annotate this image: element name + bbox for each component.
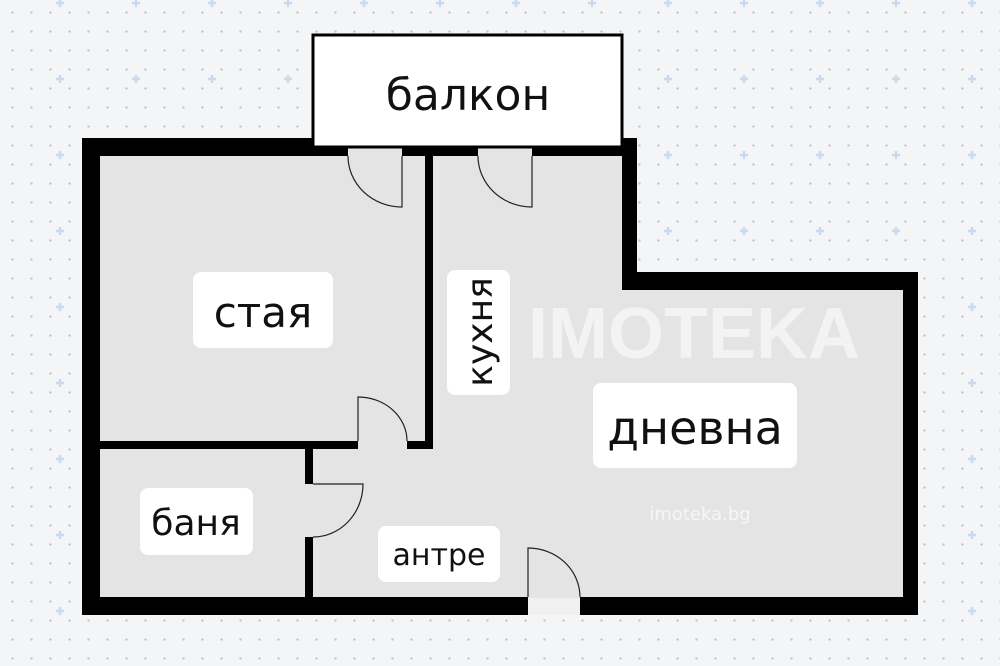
entrance-threshold <box>528 598 580 615</box>
grid-plus-marker <box>968 0 976 7</box>
grid-plus-marker <box>816 227 824 235</box>
door-bedroom-balcony <box>347 155 403 208</box>
door-kitchen-balcony <box>477 155 533 208</box>
grid-plus-marker <box>816 0 824 7</box>
grid-plus-marker <box>132 0 140 7</box>
grid-plus-marker <box>664 75 672 83</box>
door-entrance <box>527 547 581 598</box>
grid-plus-marker <box>56 75 64 83</box>
label-kitchen: кухня <box>460 277 501 387</box>
grid-plus-marker <box>968 227 976 235</box>
grid-plus-marker <box>56 455 64 463</box>
grid-plus-marker <box>132 75 140 83</box>
grid-plus-marker <box>892 151 900 159</box>
label-bedroom: стая <box>214 288 313 337</box>
grid-plus-marker <box>284 75 292 83</box>
balcony-floor <box>311 33 624 149</box>
grid-plus-marker <box>740 0 748 7</box>
grid-plus-marker <box>968 303 976 311</box>
grid-plus-marker <box>56 531 64 539</box>
watermark-url: imoteka.bg <box>649 504 750 525</box>
door-bedroom <box>357 396 408 442</box>
grid-plus-marker <box>56 0 64 7</box>
inner-walls <box>100 147 433 599</box>
grid-plus-marker <box>56 607 64 615</box>
grid-plus-marker <box>664 227 672 235</box>
grid-plus-marker <box>664 0 672 7</box>
watermark-logo: IMOTEKA <box>528 294 860 374</box>
grid-plus-marker <box>56 303 64 311</box>
grid-plus-marker <box>968 531 976 539</box>
grid-plus-marker <box>816 75 824 83</box>
grid-plus-marker <box>360 0 368 7</box>
label-bathroom: баня <box>151 503 240 544</box>
grid-plus-marker <box>892 75 900 83</box>
grid-plus-marker <box>968 151 976 159</box>
grid-plus-marker <box>740 75 748 83</box>
label-balcony: балкон <box>386 70 550 121</box>
grid-plus-marker <box>664 151 672 159</box>
grid-plus-marker <box>740 151 748 159</box>
grid-plus-marker <box>56 151 64 159</box>
grid-plus-marker <box>968 607 976 615</box>
grid-plus-marker <box>588 0 596 7</box>
grid-plus-marker <box>56 227 64 235</box>
label-hallway: антре <box>393 538 486 573</box>
grid-plus-marker <box>892 227 900 235</box>
grid-plus-marker <box>740 227 748 235</box>
grid-plus-marker <box>968 455 976 463</box>
door-bathroom <box>312 483 364 538</box>
grid-plus-marker <box>892 0 900 7</box>
outer-walls <box>82 138 918 615</box>
grid-plus-marker <box>208 0 216 7</box>
grid-plus-marker <box>436 0 444 7</box>
grid-plus-marker <box>208 75 216 83</box>
grid-plus-marker <box>968 75 976 83</box>
grid-plus-marker <box>56 379 64 387</box>
grid-plus-marker <box>512 0 520 7</box>
grid-plus-marker <box>968 379 976 387</box>
room-labels: балкон стая кухня дневна баня антре <box>140 70 797 582</box>
grid-plus-marker <box>816 151 824 159</box>
grid-plus-marker <box>284 0 292 7</box>
watermark: IMOTEKA imoteka.bg <box>528 294 860 525</box>
label-living: дневна <box>607 401 783 455</box>
